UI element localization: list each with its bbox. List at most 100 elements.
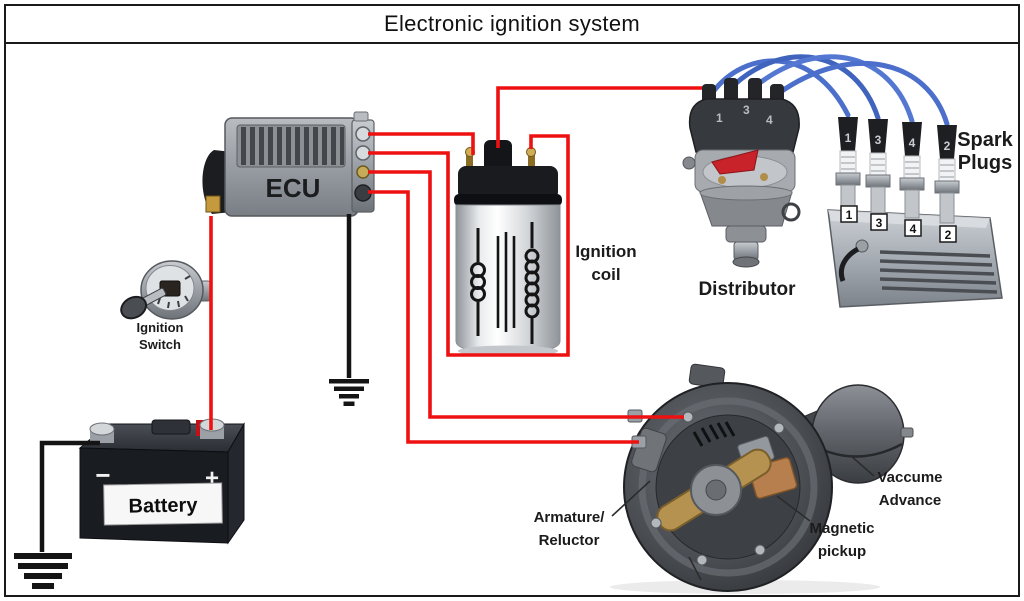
plug-boot-4	[902, 122, 922, 156]
spark-plug-2: 2	[934, 125, 960, 224]
battery: − + Battery	[78, 418, 245, 545]
base-ring	[699, 185, 793, 201]
plug-hex-2	[934, 180, 960, 194]
drive-gear	[732, 256, 760, 268]
coil-flange	[454, 194, 562, 206]
wire-ecu-to-coil-right	[368, 134, 570, 357]
coil-terminal-stem-left	[466, 152, 473, 166]
distributor-cap	[688, 98, 800, 153]
page-title: Electronic ignition system	[383, 11, 640, 36]
distributor-label-text: Distributor	[698, 279, 796, 300]
tag-number-3: 3	[876, 216, 883, 230]
ecu-ground-symbol	[329, 379, 369, 406]
spark-plug-wires	[710, 54, 950, 127]
engine-block-assembly: 1 3 4	[827, 117, 1003, 308]
vacuum-nipple	[900, 427, 914, 438]
ecu-top-tab	[353, 111, 369, 122]
spark-plug-1: 1	[835, 117, 861, 210]
ecu-module: ECU	[202, 111, 375, 217]
plug-boot-3	[868, 119, 888, 153]
battery-label-panel	[103, 482, 223, 526]
ecu-terminal-3	[356, 165, 370, 179]
tag-box-4	[904, 219, 922, 237]
ecu-terminal-2	[355, 145, 371, 161]
title-bar: Electronic ignition system	[6, 6, 1018, 44]
ecu-connector-pins	[205, 195, 221, 213]
distributor-rim	[638, 397, 818, 577]
plug-ribs-2	[940, 164, 954, 178]
coil-winding-symbol	[470, 222, 540, 344]
vacuum-advance-label: Vaccume Advance	[868, 467, 952, 512]
plug-hex-1	[835, 172, 861, 186]
ignition-switch-label-line1: Ignition	[136, 320, 184, 335]
plug-boot-1	[838, 117, 858, 151]
wire-battery-ground	[39, 440, 100, 552]
ground-wires	[39, 214, 352, 552]
ignition-switch-label: Ignition Switch	[118, 320, 202, 354]
baseplate-screws	[650, 411, 785, 566]
clamp-ring	[781, 202, 801, 222]
plug-ribs-4	[905, 161, 919, 175]
distributor-cap-assembly: 1 3 4	[682, 78, 801, 268]
battery-side	[227, 422, 245, 545]
shaft-collar	[725, 225, 767, 243]
tag-box-2	[939, 225, 957, 243]
wire-ecu-to-pickup-1	[368, 170, 684, 419]
plug-boot-number-2: 2	[944, 139, 951, 153]
battery-minus-sign: −	[95, 460, 110, 490]
distributor-label: Distributor	[688, 279, 806, 301]
cylinder-tags: 1 3 4 2	[840, 205, 957, 243]
points-contact-2	[760, 173, 768, 181]
label-leader-lines	[611, 455, 875, 581]
switch-tick-marks	[157, 275, 191, 309]
tag-number-2: 2	[945, 228, 952, 242]
distributor-internal-view	[610, 363, 914, 594]
ignition-coil	[454, 140, 562, 357]
tag-box-3	[870, 213, 888, 231]
plug-shank-3	[870, 186, 886, 214]
reluctor-teeth	[692, 421, 736, 447]
condenser	[682, 156, 696, 170]
coil-terminal-stem-right	[528, 152, 535, 166]
ecu-terminal-1	[355, 126, 371, 142]
rotor-shaft	[705, 479, 727, 501]
magnetic-label-line2: pickup	[817, 543, 867, 561]
plug-boot-number-4: 4	[909, 136, 916, 150]
plug-ribs-3	[871, 158, 885, 172]
plug-hex-4	[899, 177, 925, 191]
cap-number-4: 4	[766, 113, 773, 127]
spark-plugs-label-line1: Spark	[957, 129, 1013, 151]
ignition-coil-label-line1: Ignition	[575, 242, 637, 261]
plug-shank-4	[904, 189, 920, 219]
baseplate-leader-line	[688, 556, 702, 581]
tag-number-4: 4	[910, 222, 917, 236]
spark-plug-3: 3	[865, 119, 891, 214]
spark-plug-4: 4	[899, 122, 925, 219]
cap-number-1: 1	[716, 111, 723, 125]
armature-reluctor-label: Armature/ Reluctor	[522, 506, 616, 553]
vacuum-advance-leader-line	[850, 455, 875, 477]
switch-key	[120, 287, 167, 320]
rotor-red	[711, 149, 759, 175]
block-fitting	[855, 239, 869, 253]
wire-ecu-to-coil-left	[368, 132, 475, 155]
armature-leader-line	[611, 480, 651, 517]
battery-label: Battery	[128, 494, 198, 517]
plug-hex-3	[865, 174, 891, 188]
ignition-switch-label-line2: Switch	[139, 336, 181, 352]
points-contact-1	[718, 176, 726, 184]
ecu-label: ECU	[266, 173, 321, 203]
ignition-switch	[120, 260, 213, 320]
battery-terminal-negative	[89, 422, 115, 443]
plug-wire-4	[754, 54, 915, 124]
plug-ribs-1	[841, 156, 855, 170]
cap-number-3: 3	[743, 103, 750, 117]
plug-wire-2	[776, 61, 950, 127]
armature-label-line2: Reluctor	[538, 532, 600, 550]
plug-boot-2	[937, 125, 957, 159]
ecu-heatsink-ribs	[241, 127, 344, 165]
armature-label-line1: Armature/	[533, 509, 605, 526]
vacuum-label-line1: Vaccume	[877, 469, 943, 486]
battery-ground-symbol	[14, 553, 72, 589]
ignition-coil-label: Ignition coil	[558, 241, 654, 287]
